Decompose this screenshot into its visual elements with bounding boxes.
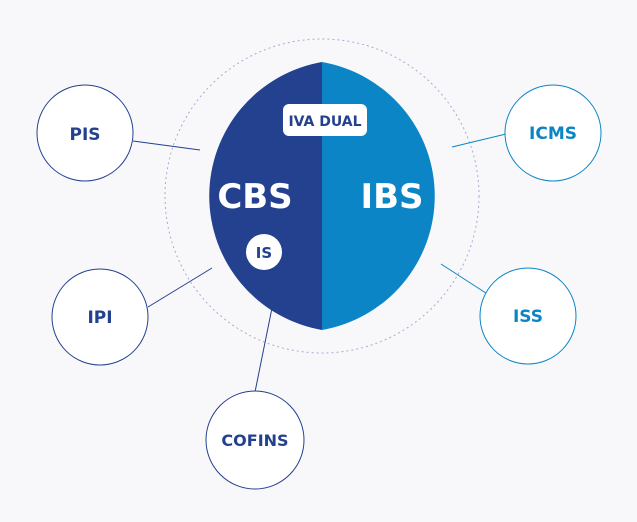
cofins-label: COFINS bbox=[221, 431, 288, 450]
connector-iss bbox=[440, 263, 493, 298]
iva-dual-label: IVA DUAL bbox=[288, 114, 361, 130]
iss-label: ISS bbox=[513, 307, 543, 327]
ibs-label: IBS bbox=[360, 177, 423, 217]
is-label: IS bbox=[256, 244, 272, 262]
node-ipi: IPI bbox=[51, 268, 149, 366]
pis-label: PIS bbox=[69, 125, 100, 145]
iva-dual-badge bbox=[283, 104, 367, 136]
node-icms: ICMS bbox=[504, 84, 602, 182]
connector-ipi bbox=[147, 267, 213, 308]
node-iss: ISS bbox=[479, 267, 577, 365]
dotted-ring bbox=[164, 38, 480, 354]
connector-icms bbox=[451, 133, 507, 148]
cbs-label: CBS bbox=[217, 177, 292, 217]
connector-pis bbox=[132, 140, 201, 151]
is-badge bbox=[246, 234, 282, 270]
ipi-label: IPI bbox=[87, 308, 112, 328]
icms-label: ICMS bbox=[529, 124, 577, 144]
node-pis: PIS bbox=[36, 84, 134, 182]
node-cofins: COFINS bbox=[205, 390, 305, 490]
connector-cofins bbox=[254, 307, 273, 393]
